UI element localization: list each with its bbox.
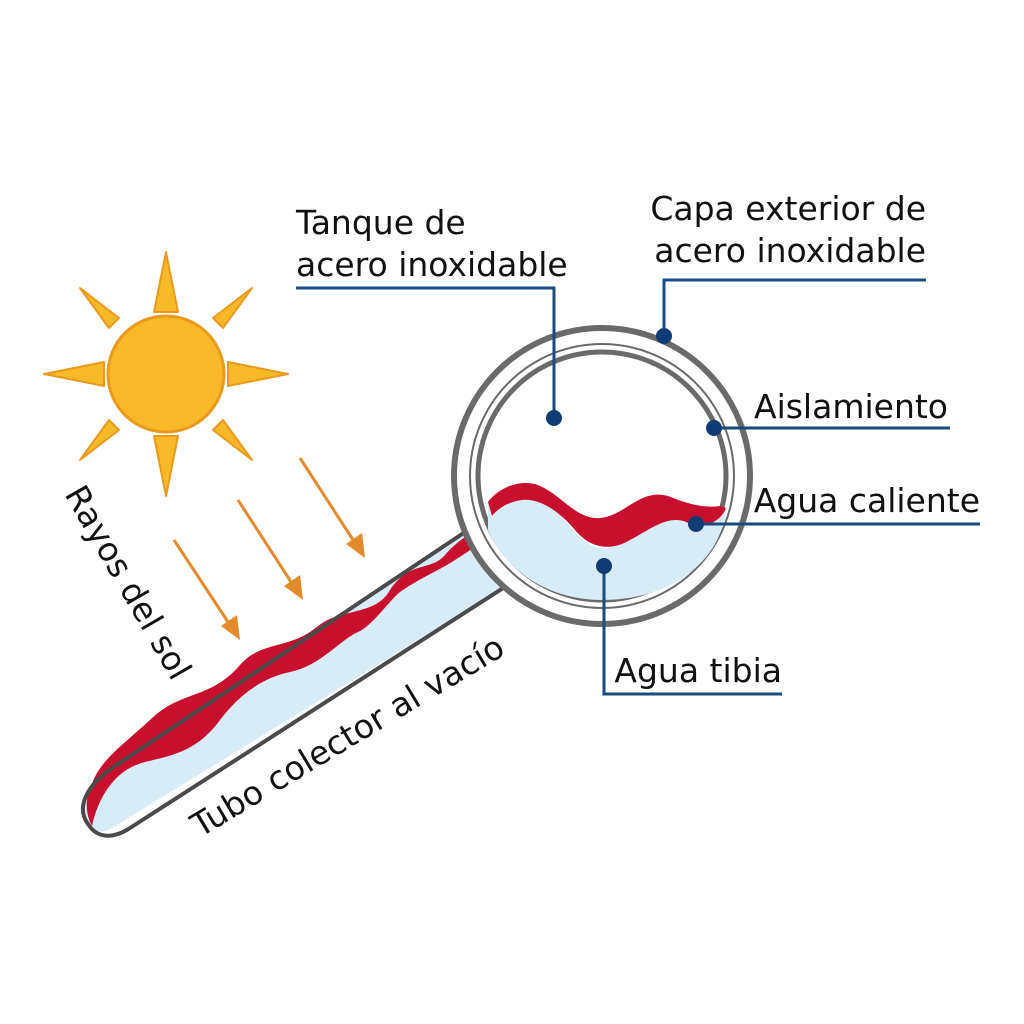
leader-dot-hot-water [688,516,704,532]
tube-outline [81,510,530,838]
leader-dot-insulation [706,420,722,436]
ray-arrow [236,499,303,600]
warm-water-in-tube [83,512,528,832]
sun-icon [43,251,289,497]
label-warm-water: Agua tibia [614,651,782,690]
leader-warm-water [602,566,782,696]
label-sun-rays: Rayos del sol [57,479,199,687]
tank-cross-section [451,325,753,627]
ray-arrow [298,457,365,558]
sun-ray-arrows [172,457,365,640]
label-outer-line2: acero inoxidable [654,231,926,270]
ray-arrow [172,539,240,640]
leader-outer-shell [662,278,926,336]
leader-dot-tank [546,410,562,426]
label-hot-water: Agua caliente [754,481,980,520]
label-tank-line2: acero inoxidable [296,245,568,284]
leader-lines [296,278,980,696]
label-insulation: Aislamiento [754,387,948,426]
label-outer-line1: Capa exterior de [650,189,926,228]
hot-water-in-tank [488,482,726,547]
leader-dot-outer-shell [656,328,672,344]
leader-tank [296,286,556,418]
leader-dot-warm-water [596,558,612,574]
label-tank-line1: Tanque de [295,203,466,242]
